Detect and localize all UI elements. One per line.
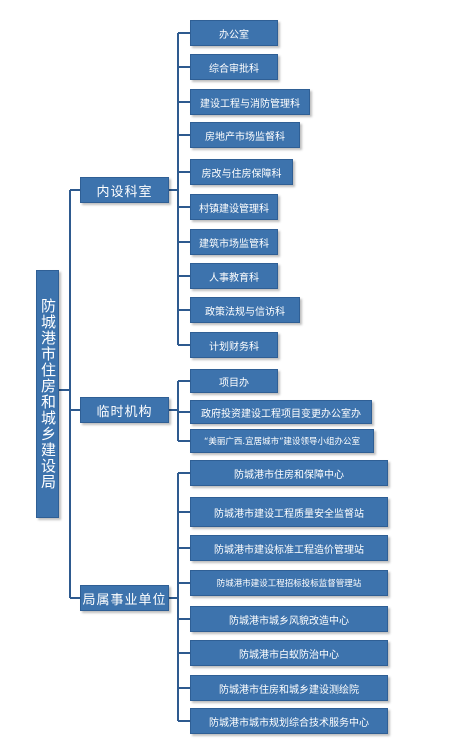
institution-node: 防城港市建设工程质量安全监督站 (190, 497, 388, 527)
institution-node: 防城港市建设工程招标投标监督管理站 (190, 570, 388, 596)
dept-node: 房改与住房保障科 (190, 159, 293, 185)
agency-node: 政府投资建设工程项目变更办公室办 (190, 400, 372, 424)
dept-node: 综合审批科 (190, 54, 278, 80)
institution-node: 防城港市城市规划综合技术服务中心 (190, 708, 388, 734)
agency-node: 项目办 (190, 369, 278, 393)
institution-node: 防城港市白蚁防治中心 (190, 640, 388, 666)
org-root: 防城港市住房和城乡建设局 (36, 270, 59, 518)
institution-node: 防城港市建设标准工程造价管理站 (190, 535, 388, 561)
dept-node: 建设工程与消防管理科 (190, 89, 310, 115)
dept-node: 人事教育科 (190, 263, 278, 289)
dept-node: 政策法规与信访科 (190, 297, 300, 323)
group-affiliated-institutions: 局属事业单位 (80, 585, 169, 611)
institution-node: 防城港市住房和保障中心 (190, 460, 388, 486)
agency-node: “美丽广西.宜居城市”建设领导小组办公室 (190, 429, 374, 453)
institution-node: 防城港市城乡风貌改造中心 (190, 606, 388, 632)
group-temporary-agencies: 临时机构 (80, 397, 169, 423)
dept-node: 房地产市场监督科 (190, 122, 300, 148)
dept-node: 办公室 (190, 20, 278, 46)
institution-node: 防城港市住房和城乡建设测绘院 (190, 675, 388, 701)
dept-node: 村镇建设管理科 (190, 194, 278, 220)
group-internal-departments: 内设科室 (80, 177, 169, 203)
dept-node: 建筑市场监管科 (190, 229, 278, 255)
dept-node: 计划财务科 (190, 332, 278, 358)
